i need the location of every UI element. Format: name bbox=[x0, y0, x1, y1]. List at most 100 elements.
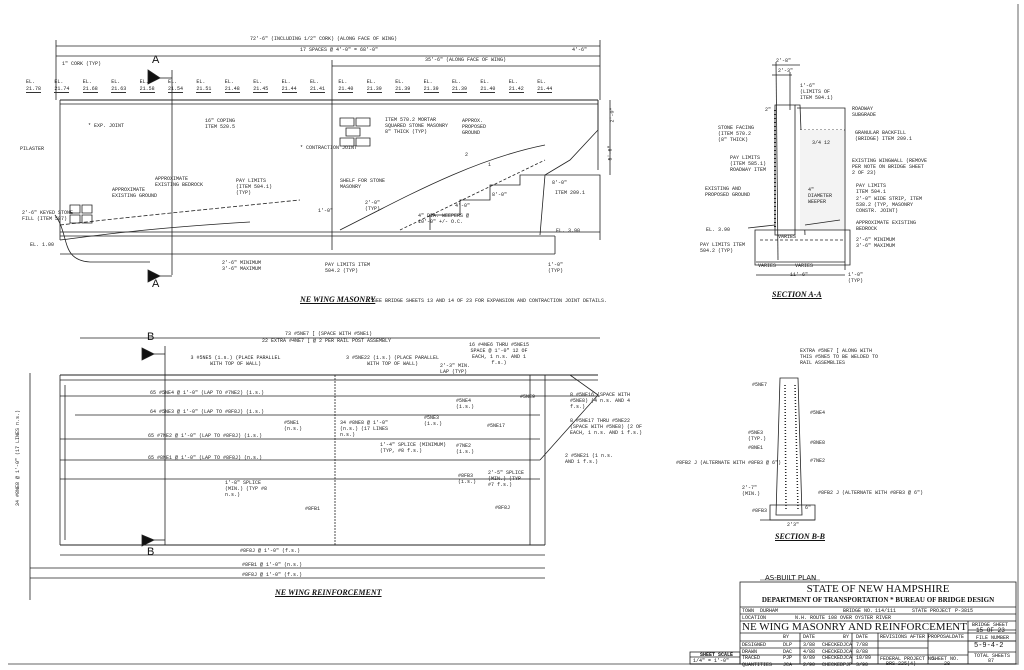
title-block-check-by: JCA bbox=[843, 648, 853, 655]
bb-ne8: #8NE8 bbox=[810, 440, 826, 446]
elevation-value: 21.42 bbox=[508, 86, 524, 93]
location-value: N.H. ROUTE 108 OVER OYSTER RIVER bbox=[795, 615, 892, 621]
dim-end: 4'-6" bbox=[572, 47, 588, 53]
bridge-no-value: 114/111 bbox=[875, 608, 897, 614]
elevation-prefix: EL. bbox=[537, 79, 547, 85]
aa-strip: 2'-0" WIDE STRIP, ITEM 538.2 (TYP, MASON… bbox=[856, 196, 923, 214]
aa-stone-facing: STONE FACING (ITEM 570.2 (8" THICK) bbox=[718, 125, 755, 143]
dim-1-0-typ: 1'-0" (TYP) bbox=[548, 262, 564, 274]
elevation-value: 21.39 bbox=[395, 86, 411, 93]
town-label: TOWN bbox=[742, 608, 755, 614]
aa-varies-3: VARIES bbox=[795, 263, 814, 269]
elevation-value: 21.74 bbox=[54, 86, 70, 93]
ne22-label: 3 #5NE22 (i.s.) (PLACE PARALLEL WITH TOP… bbox=[345, 355, 439, 367]
right-note-1: 8 #5NE16 (SPACE WITH #5NE8) (4 n.s. AND … bbox=[570, 392, 631, 410]
aa-pay-limits-3: PAY LIMITS ITEM 504.2 (TYP) bbox=[700, 242, 746, 254]
shelf-label: SHELF FOR STONE MASONRY bbox=[340, 178, 386, 190]
elevation-prefix: EL. bbox=[54, 79, 64, 85]
elevation-value: 21.39 bbox=[423, 86, 439, 93]
by-label: BY bbox=[783, 634, 790, 640]
bridge-no-label: BRIDGE NO. bbox=[843, 608, 874, 614]
f8j-label: #8F8J bbox=[495, 505, 511, 511]
fb3-label: #8FB3 (i.s.) bbox=[458, 473, 477, 485]
dim-8-0-b: 8'-0" bbox=[552, 180, 568, 186]
row-ne1: 65 #8NE1 @ 1'-0" (LAP TO #8F8J) (n.s.) bbox=[148, 455, 263, 461]
contraction-joint-label: * CONTRACTION JOINT bbox=[300, 145, 358, 151]
ne8-label: 34 #8NE8 @ 1'-0" (n.s.) (17 LINES n.s.) bbox=[340, 420, 389, 438]
approx-ground-label: APPROX. PROPOSED GROUND bbox=[462, 118, 487, 136]
masonry-elevation bbox=[54, 40, 611, 283]
ne16-label: 16 #4NE6 THRU #5NE15 SPACE @ 1'-0" 12 OF… bbox=[468, 342, 529, 366]
joint-note: *SEE BRIDGE SHEETS 13 AND 14 OF 23 FOR E… bbox=[370, 298, 608, 304]
section-a-mark-top: A bbox=[152, 54, 160, 66]
title-block-check-by: JCA bbox=[843, 642, 853, 648]
title-block-check-role: CHECKED bbox=[822, 661, 844, 668]
row-ne2: 65 #7NE2 @ 1'-0" (LAP TO #8F8J) (i.s.) bbox=[148, 433, 263, 439]
title-block-check-date: 10/89 bbox=[856, 655, 872, 661]
aa-top-width: 2'-8" bbox=[776, 58, 792, 64]
dim-overall: 72'-6" (INCLUDING 1/2" CORK) (ALONG FACE… bbox=[250, 36, 398, 42]
title-block-lines bbox=[689, 579, 1017, 665]
reinforcement-elevation bbox=[29, 337, 600, 600]
elevation-prefix: EL. bbox=[26, 79, 36, 85]
elevation-value: 21.78 bbox=[26, 86, 42, 93]
elevation-prefix: EL. bbox=[338, 79, 348, 85]
slope-2: 2 bbox=[465, 152, 469, 158]
elevation-value: 21.44 bbox=[281, 86, 297, 93]
elevation-value: 21.51 bbox=[196, 86, 212, 93]
splice-label: 1'-4" SPLICE (MINIMUM) (TYP, #8 f.s.) bbox=[380, 442, 447, 454]
ne17-label: #5NE17 bbox=[487, 423, 506, 429]
elevation-prefix: EL. bbox=[139, 79, 149, 85]
dim-face: 35'-6" (ALONG FACE OF WING) bbox=[425, 57, 507, 63]
bottom-bars-1: #8F8J @ 1'-0" (f.s.) bbox=[240, 548, 301, 554]
ne1-label: #5NE1 (n.s.) bbox=[284, 420, 303, 432]
elevation-prefix: EL. bbox=[168, 79, 178, 85]
section-bb-drawing bbox=[760, 377, 816, 521]
footing-minmax-label: 2'-6" MINIMUM 3'-6" MAXIMUM bbox=[222, 260, 262, 272]
aa-slope: 3/4 12 bbox=[812, 140, 831, 146]
ne5-label: 3 #5NE5 (i.s.) (PLACE PARALLEL WITH TOP … bbox=[190, 355, 281, 367]
aa-pay-limits-1: PAY LIMITS (ITEM 585.1) ROADWAY ITEM bbox=[730, 155, 767, 173]
elevation-prefix: EL. bbox=[395, 79, 405, 85]
section-aa-title: SECTION A-A bbox=[772, 290, 822, 299]
state-project-value: P-3815 bbox=[955, 608, 974, 614]
fb1-label: #8FB1 bbox=[305, 506, 321, 512]
bb-ne7: #5NE7 bbox=[752, 382, 768, 388]
title-block-check-by: JCA bbox=[843, 655, 853, 661]
check-date-label: DATE bbox=[856, 634, 869, 640]
elevation-value: 21.39 bbox=[452, 86, 468, 93]
elevation-prefix: EL. bbox=[82, 79, 92, 85]
top-bars-2: 22 EXTRA #4NE7 [ @ 2 PER RAIL POST ASSEM… bbox=[262, 338, 392, 344]
sheet-title: NE WING MASONRY AND REINFORCEMENT bbox=[742, 621, 967, 633]
aa-limits: 1'-6" (LIMITS OF ITEM 504.1) bbox=[800, 83, 834, 101]
title-block-role: DESIGNED bbox=[742, 642, 767, 648]
height-2-0: 2'-0" bbox=[609, 107, 616, 123]
sheet-no-label: SHEET NO. bbox=[932, 656, 960, 662]
sheet-scale-label: SHEET SCALE bbox=[700, 652, 734, 658]
section-b-mark-bottom: B bbox=[147, 546, 155, 558]
elevation-prefix: EL. bbox=[196, 79, 206, 85]
elevation-prefix: EL. bbox=[480, 79, 490, 85]
date-label: DATE bbox=[803, 634, 816, 640]
row-ne4: 65 #5NE4 @ 1'-0" (LAP TO #7NE2) (i.s.) bbox=[150, 390, 265, 396]
elevation-prefix: EL. bbox=[253, 79, 263, 85]
aa-varies-2: VARIES bbox=[758, 263, 777, 269]
top-bars-1: 73 #5NE7 [ (SPACE WITH #5NE1) bbox=[285, 331, 373, 337]
title-block-role: DRAWN bbox=[742, 648, 758, 655]
title-block-date: 4/88 bbox=[803, 648, 816, 655]
section-bb-title: SECTION B-B bbox=[775, 532, 826, 541]
dim-2-0-typ: 2'-0" (TYP) bbox=[365, 200, 381, 212]
pay-limits-504-2-label: PAY LIMITS ITEM 504.2 (TYP) bbox=[325, 262, 371, 274]
right-note-2: 8 #5NE17 THRU #5NE22 (SPACE WITH #5NE8) … bbox=[570, 418, 643, 436]
elevation-value: 21.44 bbox=[537, 86, 553, 93]
section-b-mark-top: B bbox=[147, 331, 155, 343]
title-block-check-date: 8/88 bbox=[856, 648, 869, 655]
keyed-stone-label: 2'-6" KEYED STONE FILL (ITEM 587) bbox=[22, 210, 74, 222]
el-low-label: EL. 1.00 bbox=[30, 242, 55, 248]
aa-subgrade: ROADWAY SUBGRADE bbox=[852, 106, 877, 118]
federal-value: BRS-225(4) bbox=[886, 661, 917, 667]
slope-1: 1 bbox=[488, 162, 492, 168]
elevation-value: 21.40 bbox=[338, 86, 354, 93]
title-block-by: JCA bbox=[783, 661, 793, 668]
item209-label: ITEM 209.1 bbox=[555, 190, 586, 196]
